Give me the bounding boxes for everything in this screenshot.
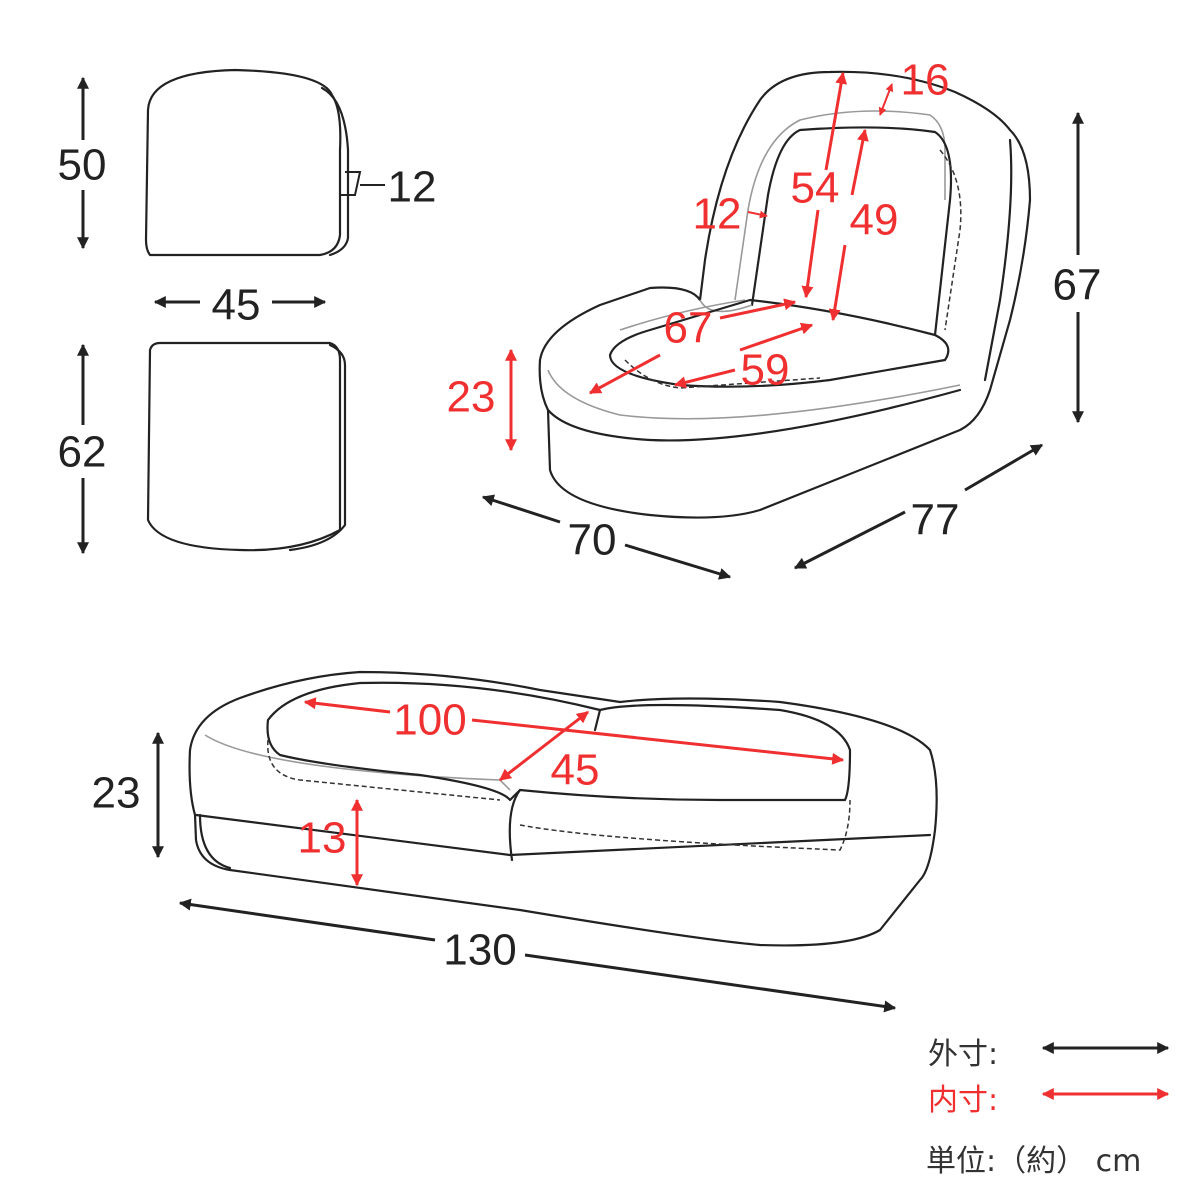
seat-cushion-drawing bbox=[146, 341, 347, 552]
legend-outer-label: 外寸: bbox=[928, 1037, 999, 1072]
dim-seat-inner: 59 bbox=[741, 346, 790, 395]
dim-seat-height: 23 bbox=[447, 373, 496, 422]
dim-flat-height: 23 bbox=[92, 769, 141, 818]
dim-back-top: 16 bbox=[901, 56, 950, 105]
flat-drawing bbox=[188, 670, 938, 947]
dim-armrest: 12 bbox=[693, 190, 742, 239]
dim-flat-inner-width: 45 bbox=[551, 746, 600, 795]
dim-back-height: 50 bbox=[58, 141, 107, 190]
dim-flat-cushion-height: 13 bbox=[298, 814, 347, 863]
chair-drawing bbox=[538, 70, 1032, 519]
dim-seat-outer: 67 bbox=[664, 304, 713, 353]
dim-chair-height: 67 bbox=[1053, 261, 1102, 310]
dim-back-inner-height: 49 bbox=[850, 196, 899, 245]
dim-back-outer-height: 54 bbox=[791, 164, 840, 213]
dim-back-thickness: 12 bbox=[388, 163, 437, 212]
dim-width: 45 bbox=[212, 281, 261, 330]
dim-chair-width: 70 bbox=[568, 516, 617, 565]
dim-flat-length: 130 bbox=[443, 926, 516, 975]
dim-flat-inner-length: 100 bbox=[393, 696, 466, 745]
dim-seat-depth: 62 bbox=[58, 428, 107, 477]
legend-unit-label: 単位:（約） cm bbox=[926, 1144, 1142, 1179]
dim-chair-depth: 77 bbox=[911, 496, 960, 545]
legend-inner-label: 内寸: bbox=[928, 1083, 999, 1118]
back-cushion-drawing bbox=[144, 68, 350, 257]
